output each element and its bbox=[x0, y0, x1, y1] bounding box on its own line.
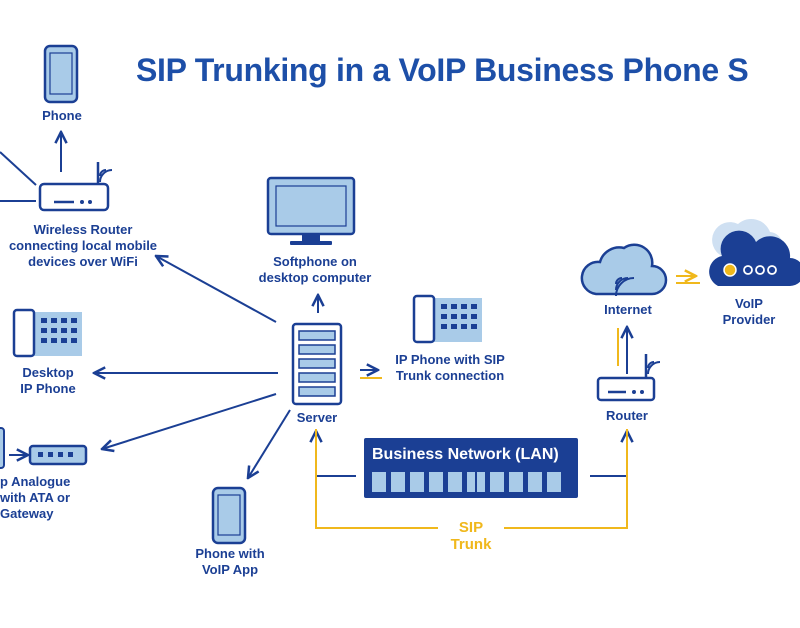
mobile-app-phone-icon bbox=[211, 486, 247, 545]
label-phone-voip-app: Phone with VoIP App bbox=[195, 546, 265, 577]
arrow-server-to-ata bbox=[102, 393, 277, 449]
server-icon bbox=[291, 322, 343, 406]
arrow-server-to-wireless-router bbox=[156, 256, 277, 323]
phone-icon bbox=[43, 44, 79, 104]
label-ip-phone-sip: IP Phone with SIP Trunk connection bbox=[395, 352, 505, 383]
label-phone: Phone bbox=[42, 108, 82, 123]
wifi-line-left-upper bbox=[0, 151, 37, 186]
label-analogue: p Analogue with ATA or Gateway bbox=[0, 474, 71, 521]
lan-to-router-line bbox=[590, 431, 627, 477]
lan-to-server-line bbox=[316, 431, 356, 477]
voip-provider-cloud-icon bbox=[709, 218, 800, 286]
ip-phone-icon bbox=[412, 294, 482, 344]
label-desktop-ip-phone: Desktop IP Phone bbox=[20, 365, 76, 396]
label-lan: Business Network (LAN) bbox=[372, 446, 559, 463]
arrow-server-to-mobile-app bbox=[248, 409, 291, 478]
label-sip-trunk: SIP Trunk bbox=[438, 519, 504, 553]
monitor-icon bbox=[266, 176, 356, 245]
lan-switch-icon bbox=[364, 438, 578, 498]
label-router: Router bbox=[606, 408, 648, 423]
desk-phone-icon bbox=[12, 308, 82, 358]
label-voip-provider: VoIP Provider bbox=[722, 296, 776, 327]
router-icon bbox=[596, 354, 661, 402]
page-title: SIP Trunking in a VoIP Business Phone S bbox=[136, 52, 749, 88]
label-internet: Internet bbox=[604, 302, 652, 317]
label-softphone: Softphone on desktop computer bbox=[258, 254, 372, 285]
label-wireless-router: Wireless Router connecting local mobile … bbox=[8, 222, 158, 269]
wireless-router-icon bbox=[38, 162, 113, 212]
cloud-icon bbox=[580, 243, 668, 297]
label-server: Server bbox=[296, 410, 338, 425]
connectors bbox=[0, 132, 627, 478]
ata-gateway-icon bbox=[28, 444, 88, 466]
analogue-phone-icon bbox=[0, 427, 5, 469]
